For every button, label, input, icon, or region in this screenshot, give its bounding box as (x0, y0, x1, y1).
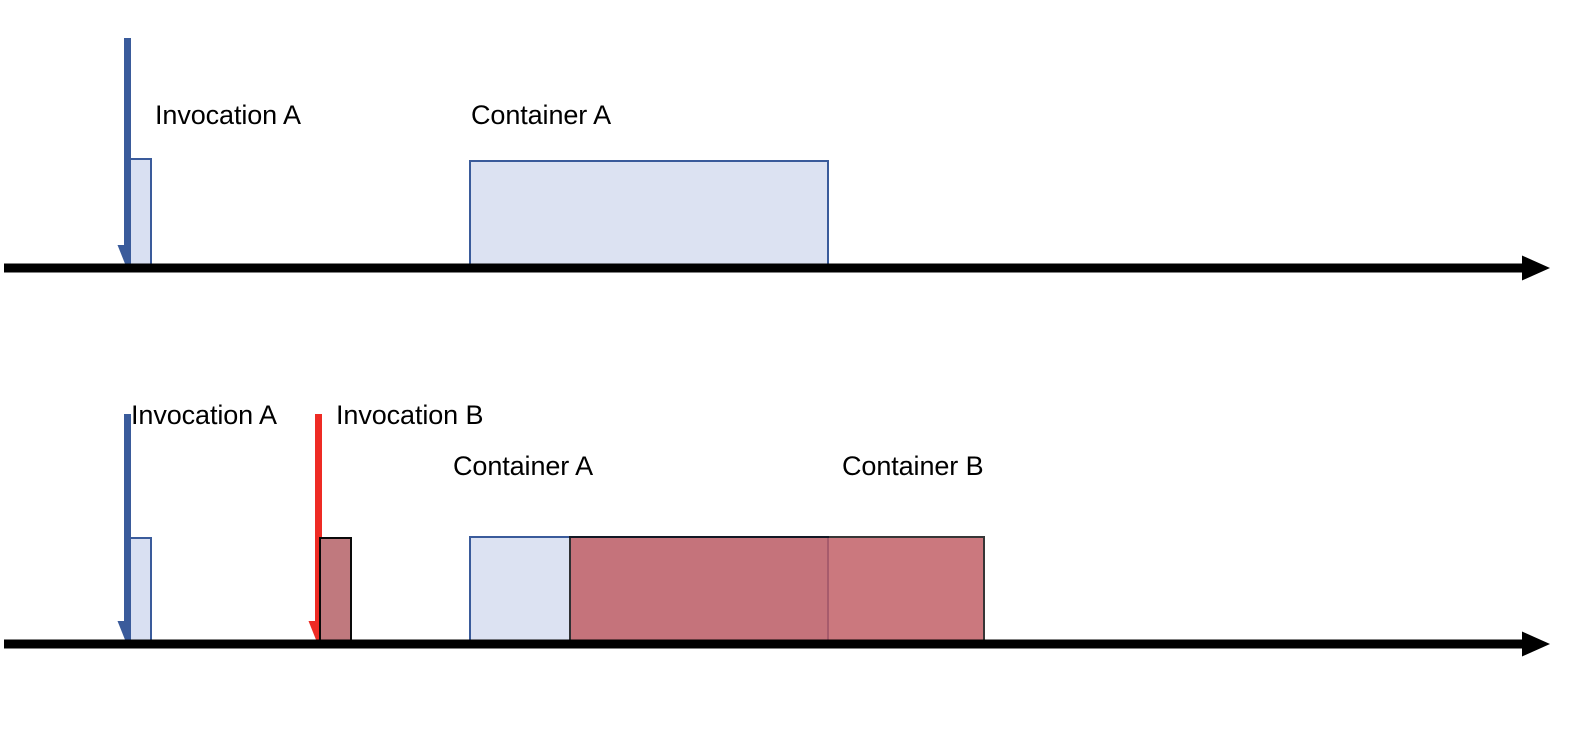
time-axis-bottom (4, 631, 1550, 657)
timeline-bottom: Invocation A Invocation B Container A Co… (0, 376, 1572, 676)
container-a-box-top (469, 160, 829, 269)
invocation-a-duration-box-bottom (129, 537, 152, 645)
timeline-top: Invocation A Container A (0, 0, 1572, 300)
invocation-a-duration-box-top (129, 158, 152, 269)
container-b-box-bottom (569, 536, 985, 645)
invocation-a-label-bottom: Invocation A (131, 400, 277, 430)
container-a-label-bottom: Container A (453, 451, 593, 481)
container-a-label-top: Container A (471, 100, 611, 130)
container-b-label-bottom: Container B (842, 451, 984, 481)
invocation-a-label-top: Invocation A (155, 100, 301, 130)
invocation-b-duration-box-bottom (319, 537, 352, 645)
time-axis-top (4, 255, 1550, 281)
invocation-b-label-bottom: Invocation B (336, 400, 484, 430)
